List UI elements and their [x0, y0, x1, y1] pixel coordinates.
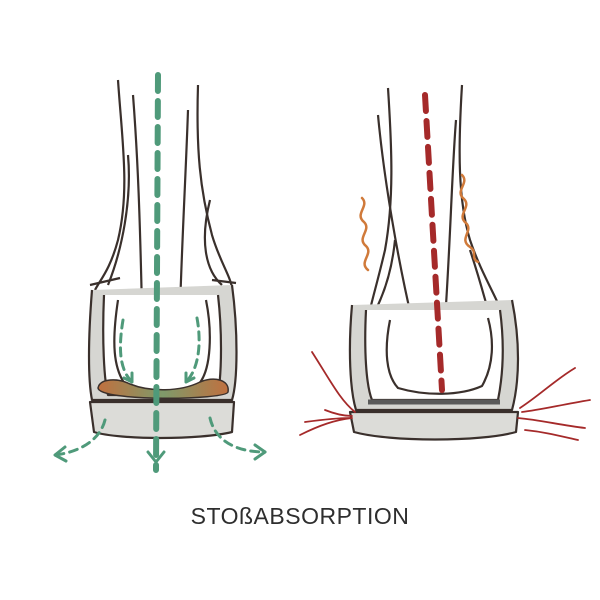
absorption-arrows — [53, 72, 267, 473]
force-line-red — [422, 92, 445, 393]
vibration-left-icon — [359, 196, 370, 272]
caption: STOßABSORPTION — [190, 503, 410, 529]
hoof-sole — [348, 410, 520, 441]
boot-sole — [88, 400, 236, 440]
impact-scribble-left — [299, 351, 356, 436]
force-line — [153, 72, 161, 473]
ground-arrow-right — [208, 416, 267, 454]
ground-arrow-left — [53, 418, 107, 457]
hoof-without-boot — [348, 84, 520, 441]
impact-lines — [299, 92, 591, 441]
hoof-with-boot — [87, 79, 238, 440]
vibration-right-icon — [459, 173, 480, 264]
dispersion-arrow-right — [184, 316, 201, 384]
vibration-icons — [359, 173, 480, 272]
dispersion-arrow-left — [118, 318, 134, 384]
impact-scribble-right — [517, 367, 591, 441]
leg-left-outline — [94, 79, 126, 291]
leg-right-outline — [196, 84, 234, 289]
shock-pad — [97, 378, 229, 400]
